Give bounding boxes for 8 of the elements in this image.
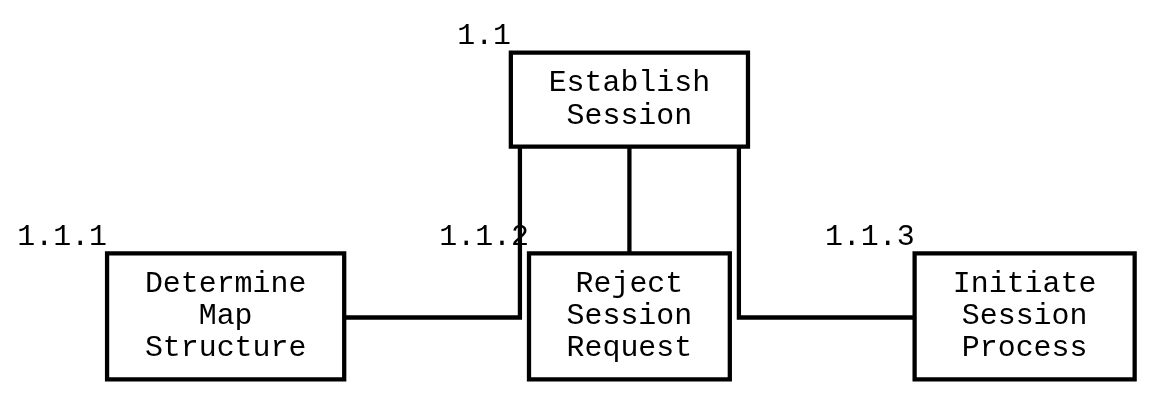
node-box: Establish Session [508, 50, 751, 149]
node-box: Determine Map Structure [104, 251, 347, 382]
node-label: 1.1.3 [824, 220, 915, 255]
connector [736, 146, 915, 320]
connector [627, 146, 632, 253]
node-box: Initiate Session Process [912, 251, 1137, 382]
connector [344, 146, 523, 320]
node-box: Reject Session Request [526, 251, 732, 382]
